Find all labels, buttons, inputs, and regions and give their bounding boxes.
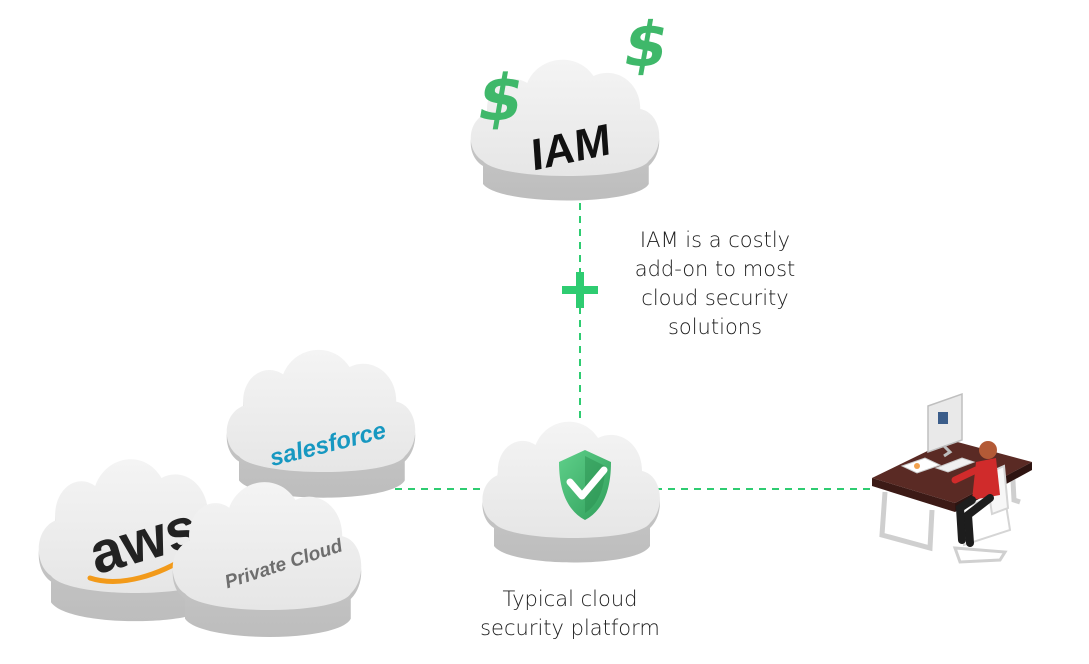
salesforce-cloud [226,349,416,498]
iam-cost-note: IAM is a costly add-on to most cloud sec… [615,226,815,342]
shield-check-icon [559,450,611,520]
user-at-desk-illustration [872,392,1032,564]
iam-note-line: cloud security [641,286,789,310]
platform-note: Typical cloud security platform [460,585,680,643]
platform-note-line: Typical cloud [502,587,638,611]
svg-text:$: $ [618,8,674,80]
platform-note-line: security platform [480,616,660,640]
plus-icon [562,272,598,308]
iam-note-line: add-on to most [634,257,796,281]
dollar-icon: $ [618,8,674,80]
iam-note-line: solutions [667,315,763,339]
iam-note-line: IAM is a costly [639,228,791,252]
